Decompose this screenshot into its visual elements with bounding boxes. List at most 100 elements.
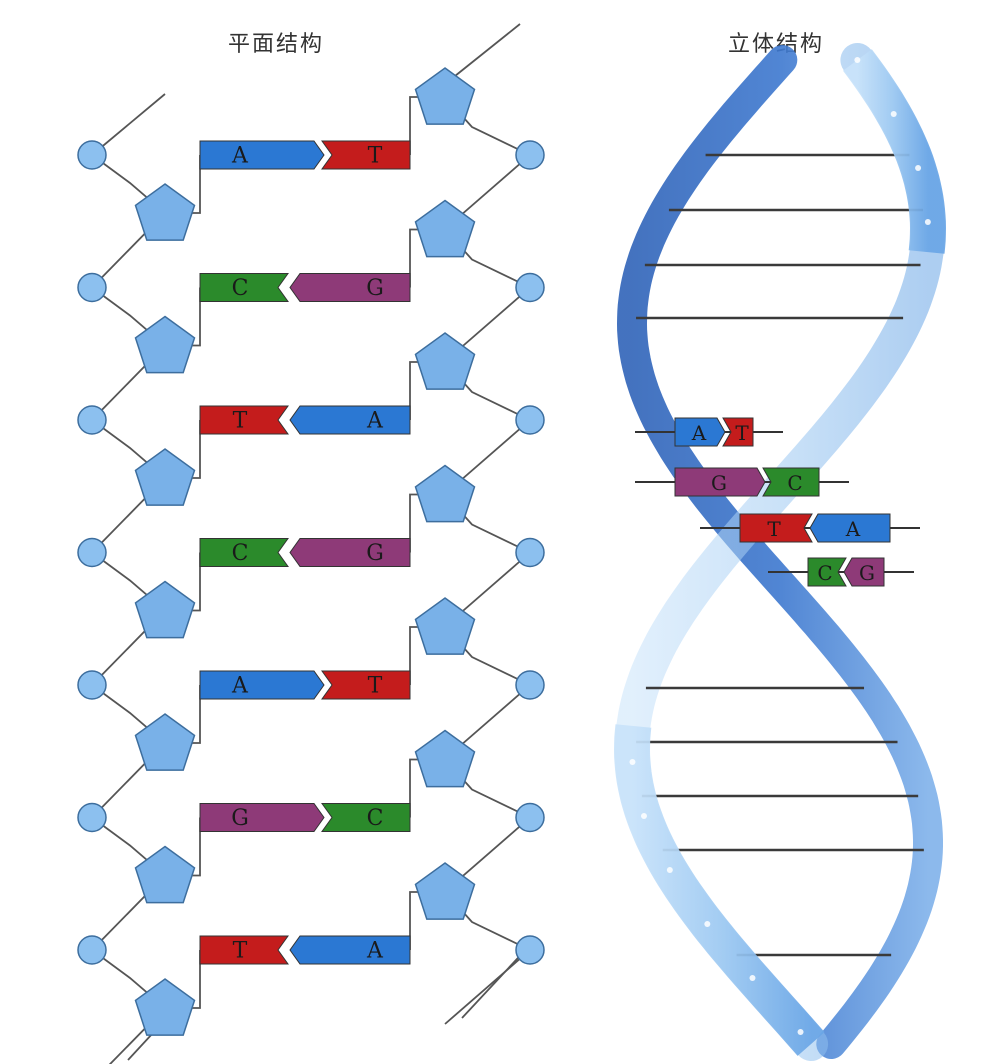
base-label-t: T [735, 421, 749, 445]
base-c [762, 467, 820, 497]
phosphate-right [515, 670, 545, 700]
phosphate-right [515, 802, 545, 833]
base-g [674, 467, 766, 497]
base-a [809, 513, 891, 543]
base-c [199, 538, 289, 567]
phosphate-left [77, 935, 107, 965]
base-label-a: A [231, 674, 249, 699]
helix-highlight [890, 111, 897, 117]
base-g [289, 273, 411, 302]
backbone-line [91, 93, 166, 156]
base-label-t: T [233, 939, 248, 964]
helix-strand-back [616, 45, 943, 1059]
base-label-c: C [787, 471, 802, 495]
helix-highlight [915, 165, 922, 171]
base-label-a: A [691, 421, 707, 445]
helix-strand-front [613, 724, 825, 1056]
deoxyribose-sugar-right [414, 729, 476, 788]
base-a [289, 405, 411, 435]
helix-highlight [924, 219, 931, 225]
helix-highlight [629, 759, 636, 765]
phosphate-left [77, 537, 107, 568]
base-label-a: A [231, 144, 249, 169]
base-label-c: C [367, 806, 384, 831]
helix-highlight [749, 975, 756, 981]
base-a [199, 670, 325, 700]
base-t [739, 513, 813, 543]
deoxyribose-sugar-left [134, 183, 196, 241]
base-a [289, 935, 411, 965]
phosphate-right [515, 405, 545, 435]
helix-highlight [704, 921, 711, 927]
base-label-t: T [368, 674, 383, 699]
deoxyribose-sugar-left [134, 713, 196, 771]
base-label-g: G [231, 806, 249, 831]
base-t [722, 417, 754, 447]
deoxyribose-sugar-right [414, 199, 476, 258]
phosphate-left [77, 670, 107, 700]
base-t [199, 935, 289, 965]
base-label-a: A [845, 517, 861, 541]
base-label-g: G [366, 541, 384, 566]
base-t [199, 405, 289, 435]
base-label-t: T [767, 517, 781, 541]
phosphate-left [77, 802, 107, 833]
base-t [321, 140, 411, 170]
phosphate-left [77, 405, 107, 435]
base-c [199, 273, 289, 302]
base-label-a: A [366, 409, 384, 434]
base-t [321, 670, 411, 700]
deoxyribose-sugar-left [134, 845, 196, 904]
deoxyribose-sugar-right [414, 862, 476, 920]
base-c [807, 557, 847, 587]
helix-highlight [640, 813, 647, 819]
base-label-c: C [817, 561, 832, 585]
helix-highlight [666, 867, 673, 873]
deoxyribose-sugar-left [134, 315, 196, 374]
helix-highlight [797, 1029, 804, 1035]
base-label-g: G [711, 471, 727, 495]
phosphate-right [515, 935, 545, 965]
deoxyribose-sugar-right [414, 464, 476, 523]
backbone-line [444, 949, 531, 1025]
deoxyribose-sugar-right [414, 332, 476, 390]
base-label-t: T [233, 409, 248, 434]
phosphate-left [77, 140, 107, 170]
base-label-c: C [232, 541, 249, 566]
phosphate-right [515, 272, 545, 303]
base-label-a: A [366, 939, 384, 964]
deoxyribose-sugar-left [134, 448, 196, 506]
base-c [321, 803, 411, 832]
phosphate-right [515, 537, 545, 568]
base-label-g: G [366, 276, 384, 301]
base-label-t: T [368, 144, 383, 169]
deoxyribose-sugar-right [414, 67, 476, 125]
base-a [674, 417, 726, 447]
phosphate-right [515, 140, 545, 170]
deoxyribose-sugar-right [414, 597, 476, 655]
base-g [199, 803, 325, 832]
phosphate-left [77, 272, 107, 303]
deoxyribose-sugar-left [134, 978, 196, 1036]
base-g [843, 557, 885, 587]
base-g [289, 538, 411, 567]
base-label-g: G [859, 561, 875, 585]
helix-highlight [854, 57, 861, 63]
deoxyribose-sugar-left [134, 580, 196, 639]
base-label-c: C [232, 276, 249, 301]
backbone-line [444, 23, 521, 85]
